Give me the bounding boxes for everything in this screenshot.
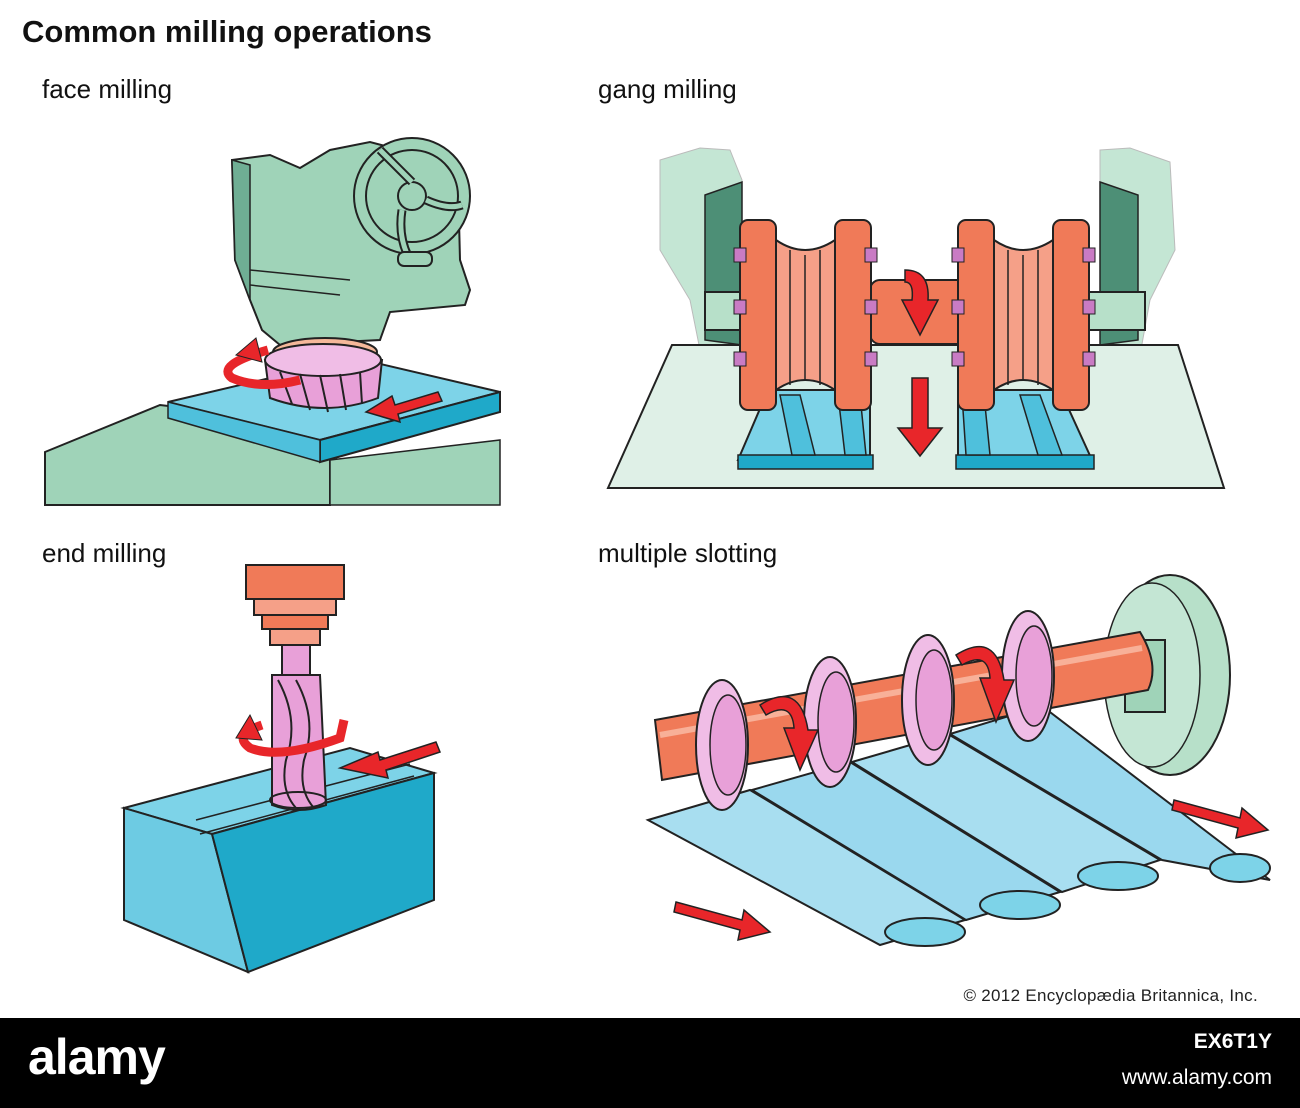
workpiece-shafts: [645, 704, 1271, 947]
rotation-arrow-icon: [223, 345, 302, 390]
feed-arrow-icon: [673, 901, 772, 942]
end-mill-cutter: [269, 644, 328, 811]
rotation-arrow-icon: [954, 646, 1016, 725]
slotting-cutter: [901, 634, 955, 766]
gang-milling-label: gang milling: [598, 74, 737, 104]
copyright-notice: © 2012 Encyclopædia Britannica, Inc.: [963, 986, 1258, 1005]
slotting-cutter: [803, 656, 857, 788]
image-id: EX6T1Y: [1193, 1030, 1272, 1053]
multiple-slotting-label: multiple slotting: [598, 538, 778, 568]
feed-arrow-icon: [337, 741, 441, 779]
feed-arrow-icon: [364, 391, 444, 424]
feed-arrow-icon: [1171, 799, 1270, 840]
slotting-cutter: [695, 679, 749, 811]
face-milling-label: face milling: [42, 74, 173, 104]
end-milling-label: end milling: [42, 538, 167, 568]
alamy-logo: alamy: [28, 1029, 166, 1085]
site-url: www.alamy.com: [1121, 1066, 1272, 1089]
watermark-footer: alamy EX6T1Y www.alamy.com: [0, 1018, 1300, 1108]
page-title: Common milling operations: [22, 14, 432, 49]
left-cutter-gang: [733, 219, 878, 411]
face-mill-cutter: [263, 343, 384, 413]
rotation-arrow-icon: [900, 269, 940, 337]
feed-arrow-icon: [896, 377, 944, 458]
slotting-cutter: [1001, 610, 1055, 742]
rotation-arrow-icon: [758, 696, 820, 772]
handwheel-icon: [353, 137, 471, 267]
right-cutter-gang: [951, 219, 1096, 411]
